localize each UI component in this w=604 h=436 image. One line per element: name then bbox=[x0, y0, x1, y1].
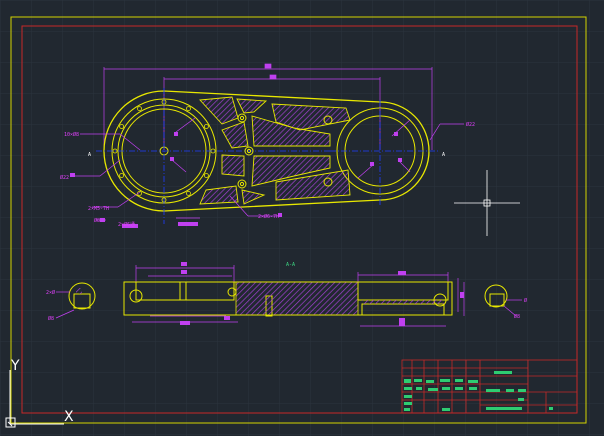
callout-middle: 2×Ø6-7H bbox=[258, 213, 279, 220]
cad-crosshair-cursor bbox=[454, 170, 520, 236]
leader-note-left-bottom: Ø22 bbox=[60, 174, 69, 181]
bolt-hole bbox=[203, 124, 209, 129]
bolt-hole bbox=[186, 106, 191, 111]
section-label: A-A bbox=[286, 262, 295, 268]
leader-note-right: Ø22 bbox=[466, 121, 475, 128]
ucs-x-label: X bbox=[64, 409, 74, 425]
callout-bottom-left-3: 2×Ø6通 bbox=[118, 221, 135, 228]
detail-right-note: Ø bbox=[524, 297, 527, 304]
callout-bottom-left-2: Ø8 bbox=[94, 217, 100, 224]
inner-drawing-border bbox=[21, 25, 578, 414]
bolt-hole bbox=[203, 173, 209, 178]
bolt-hole bbox=[137, 106, 142, 111]
top-view[interactable]: 10×Ø8 Ø22 Ø22 2×M5-7H Ø8 2×Ø6通 2×Ø6-7H A… bbox=[60, 63, 475, 228]
boss-holes bbox=[237, 113, 333, 189]
title-block-text bbox=[404, 371, 553, 411]
detail-left-note-2: Ø8 bbox=[48, 315, 54, 322]
section-mark-right: A bbox=[442, 152, 445, 158]
outer-drawing-frame bbox=[10, 16, 587, 424]
centerlines bbox=[96, 88, 440, 224]
section-dim-marks bbox=[180, 262, 464, 326]
callout-bottom-left-1: 2×M5-7H bbox=[88, 206, 109, 212]
bolt-hole-pattern bbox=[112, 99, 216, 203]
dimension-marks bbox=[70, 132, 402, 228]
section-view[interactable]: A-A bbox=[46, 262, 527, 327]
detail-left-note: 2×Ø bbox=[46, 289, 55, 296]
section-hatch-right bbox=[362, 300, 444, 304]
ucs-y-label: Y bbox=[10, 358, 20, 374]
detail-left-hatch bbox=[76, 288, 82, 294]
section-hatch bbox=[235, 281, 359, 316]
bolt-hole bbox=[119, 173, 124, 178]
bolt-hole bbox=[119, 124, 124, 129]
detail-right bbox=[484, 284, 508, 308]
leader-note-left-top: 10×Ø8 bbox=[64, 131, 79, 138]
title-block[interactable] bbox=[401, 359, 578, 414]
section-mark-left: A bbox=[88, 152, 91, 158]
detail-right-note-2: Ø8 bbox=[514, 313, 520, 320]
ucs-icon bbox=[5, 370, 64, 428]
bolt-hole bbox=[186, 190, 191, 196]
